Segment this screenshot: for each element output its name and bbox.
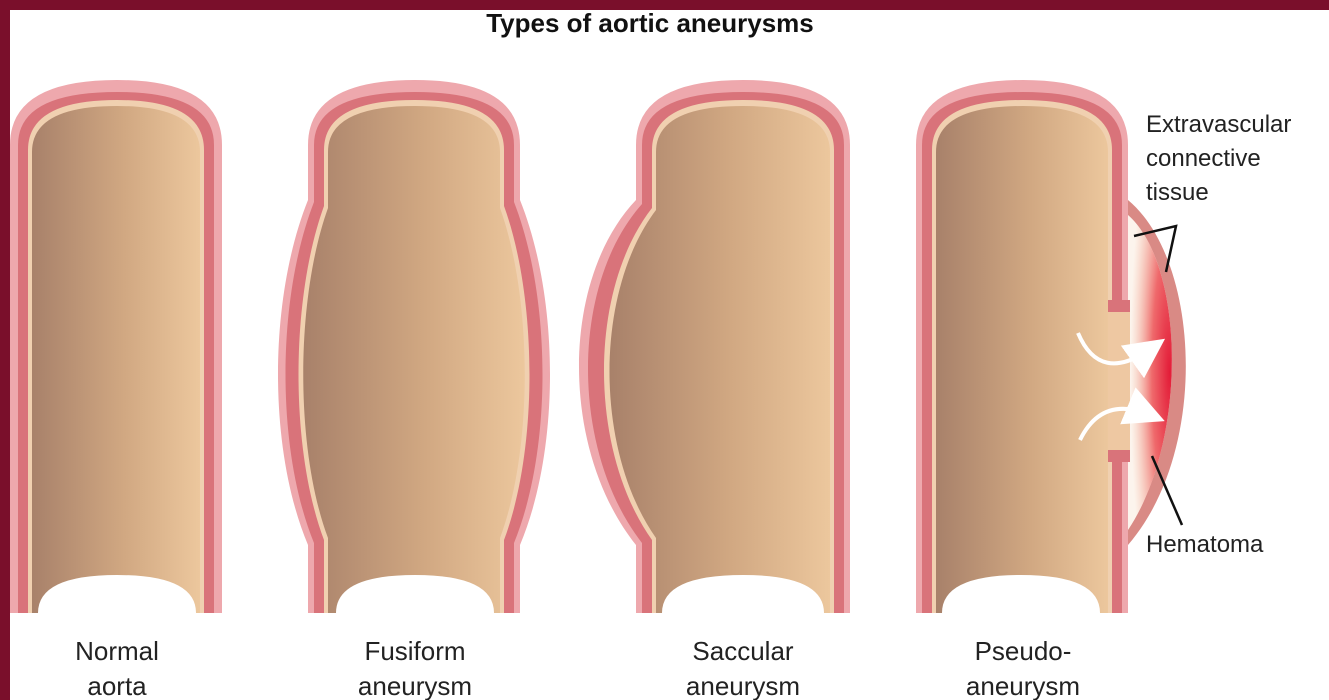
aneurysm-diagram: Types of aortic aneurysms xyxy=(10,10,1329,700)
normal-aorta-illustration xyxy=(10,80,222,613)
caption-pseudo-line2: aneurysm xyxy=(966,671,1080,700)
wall-breach xyxy=(1108,310,1130,450)
caption-fusiform-line2: aneurysm xyxy=(358,671,472,700)
caption-normal-line2: aorta xyxy=(87,671,147,700)
caption-saccular-line1: Saccular xyxy=(692,636,793,666)
caption-saccular-line2: aneurysm xyxy=(686,671,800,700)
extravascular-label-line3: tissue xyxy=(1146,179,1209,206)
extravascular-label-line2: connective xyxy=(1146,145,1261,172)
saccular-aneurysm-illustration xyxy=(579,80,850,613)
caption-normal-line1: Normal xyxy=(75,636,159,666)
diagram-canvas: Types of aortic aneurysms xyxy=(10,10,1329,700)
diagram-title: Types of aortic aneurysms xyxy=(486,10,814,38)
fusiform-aneurysm-illustration xyxy=(278,80,550,613)
extravascular-label-line1: Extravascular xyxy=(1146,111,1291,138)
caption-pseudo-line1: Pseudo- xyxy=(975,636,1072,666)
caption-fusiform-line1: Fusiform xyxy=(364,636,465,666)
hematoma-label: Hematoma xyxy=(1146,531,1264,558)
